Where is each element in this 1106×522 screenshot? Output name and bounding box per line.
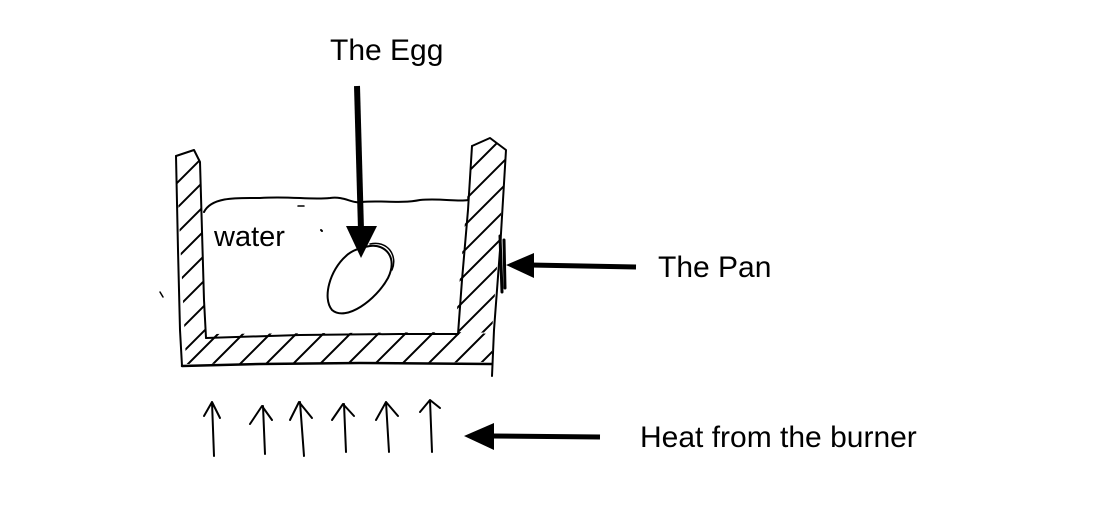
water-surface — [203, 196, 469, 213]
heat-label: Heat from the burner — [640, 421, 917, 454]
pan-arrow-icon — [506, 253, 637, 278]
heat-arrows — [203, 399, 441, 457]
heat-arrow-icon — [331, 403, 355, 453]
pan-drawing — [159, 137, 507, 377]
heat-arrow-icon — [289, 401, 313, 457]
egg-drawing — [326, 242, 395, 315]
heat-arrow-icon — [375, 401, 399, 453]
egg-label: The Egg — [330, 34, 443, 67]
water-label: water — [213, 221, 285, 253]
pan-label: The Pan — [658, 251, 771, 284]
egg-arrow-icon — [346, 85, 377, 258]
heat-arrow-icon — [249, 405, 273, 455]
heat-arrow-icon — [419, 399, 441, 453]
heat-arrow-icon — [203, 401, 221, 457]
heat-arrow-pointer-icon — [464, 423, 601, 450]
